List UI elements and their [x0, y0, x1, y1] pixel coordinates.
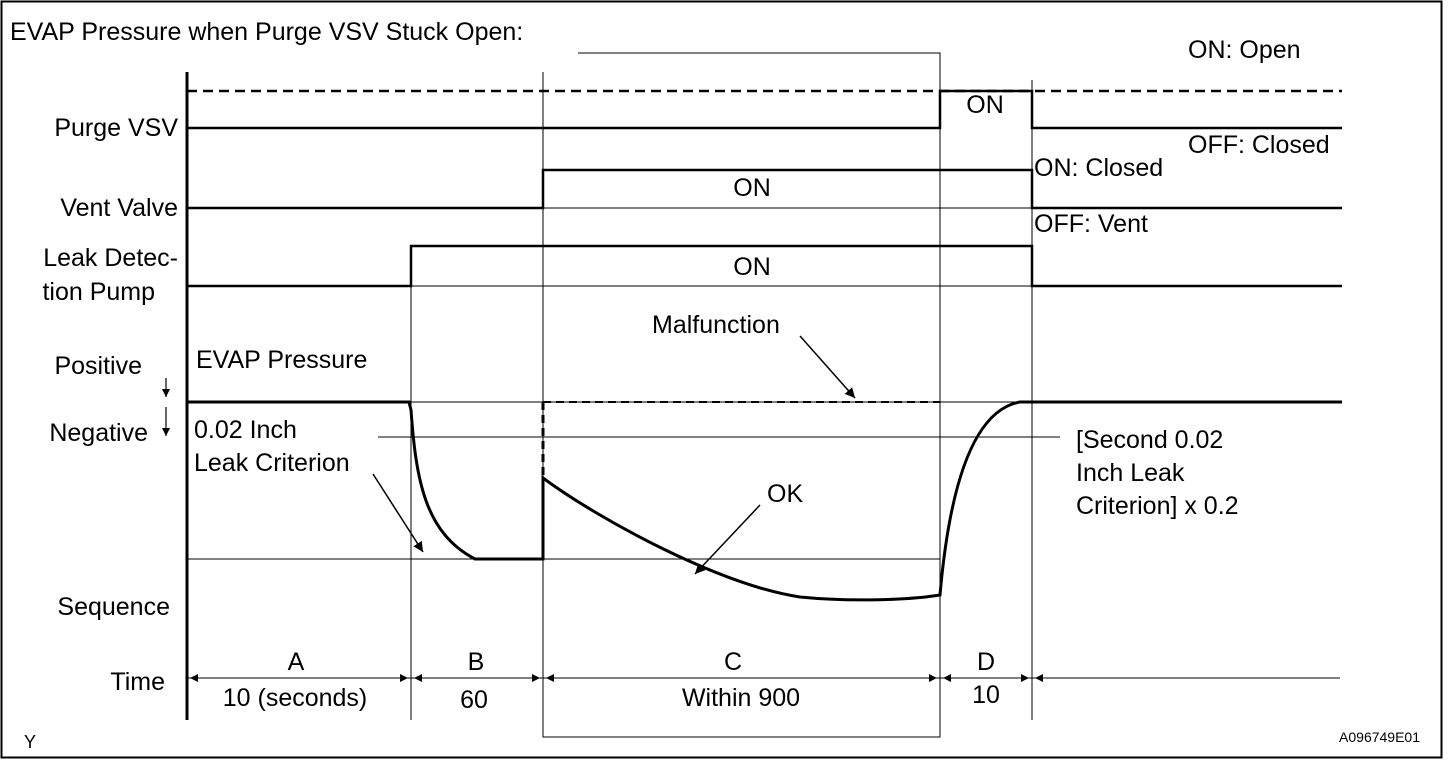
figure-code: A096749E01 [1339, 729, 1420, 745]
off-closed-label: OFF: Closed [1188, 131, 1330, 159]
evap-pressure-graph [162, 335, 1342, 602]
pump-label-line1: Leak Detec- [43, 244, 178, 272]
sequence-c-label: C [724, 648, 742, 676]
purge-vsv-signal [187, 89, 1342, 130]
vent-on-label: ON [733, 174, 771, 202]
sequence-label: Sequence [57, 593, 170, 621]
pressure-curve [187, 400, 1342, 602]
sequence-b-label: B [468, 648, 485, 676]
criterion-label-line2: Leak Criterion [194, 449, 350, 477]
on-open-label: ON: Open [1188, 36, 1301, 64]
second-criterion-line1: [Second 0.02 [1076, 426, 1223, 454]
malfunction-label: Malfunction [652, 311, 780, 339]
phase-boundaries [410, 80, 1033, 720]
time-b-value: 60 [460, 686, 488, 714]
vent-valve-label: Vent Valve [60, 194, 178, 222]
pump-label-line2: tion Pump [42, 278, 155, 306]
negative-label: Negative [49, 419, 148, 447]
off-vent-label: OFF: Vent [1034, 210, 1148, 238]
diagram-title: EVAP Pressure when Purge VSV Stuck Open: [10, 18, 523, 46]
sequence-d-label: D [977, 648, 995, 676]
time-c-value: Within 900 [682, 684, 800, 712]
second-criterion-line3: Criterion] x 0.2 [1076, 492, 1239, 520]
sequence-a-label: A [288, 648, 305, 676]
pump-on-label: ON [733, 253, 771, 281]
criterion-leader-arrow [372, 473, 424, 553]
pump-signal [187, 244, 1342, 288]
purge-vsv-label: Purge VSV [54, 114, 178, 142]
second-criterion-line2: Inch Leak [1076, 459, 1185, 487]
criterion-label-line1: 0.02 Inch [194, 416, 297, 444]
corner-mark: Y [24, 732, 36, 752]
ok-leader-arrow [694, 504, 761, 575]
malfunction-leader-arrow [799, 335, 856, 399]
purge-on-label: ON [966, 91, 1004, 119]
vent-valve-signal [187, 168, 1342, 210]
phase-frame [542, 52, 941, 738]
time-a-value: 10 (seconds) [223, 684, 368, 712]
time-d-value: 10 [972, 681, 1000, 709]
on-closed-label: ON: Closed [1034, 154, 1163, 182]
positive-label: Positive [54, 352, 142, 380]
time-label: Time [110, 668, 165, 696]
evap-pressure-label: EVAP Pressure [196, 346, 367, 374]
ok-label: OK [767, 480, 803, 508]
